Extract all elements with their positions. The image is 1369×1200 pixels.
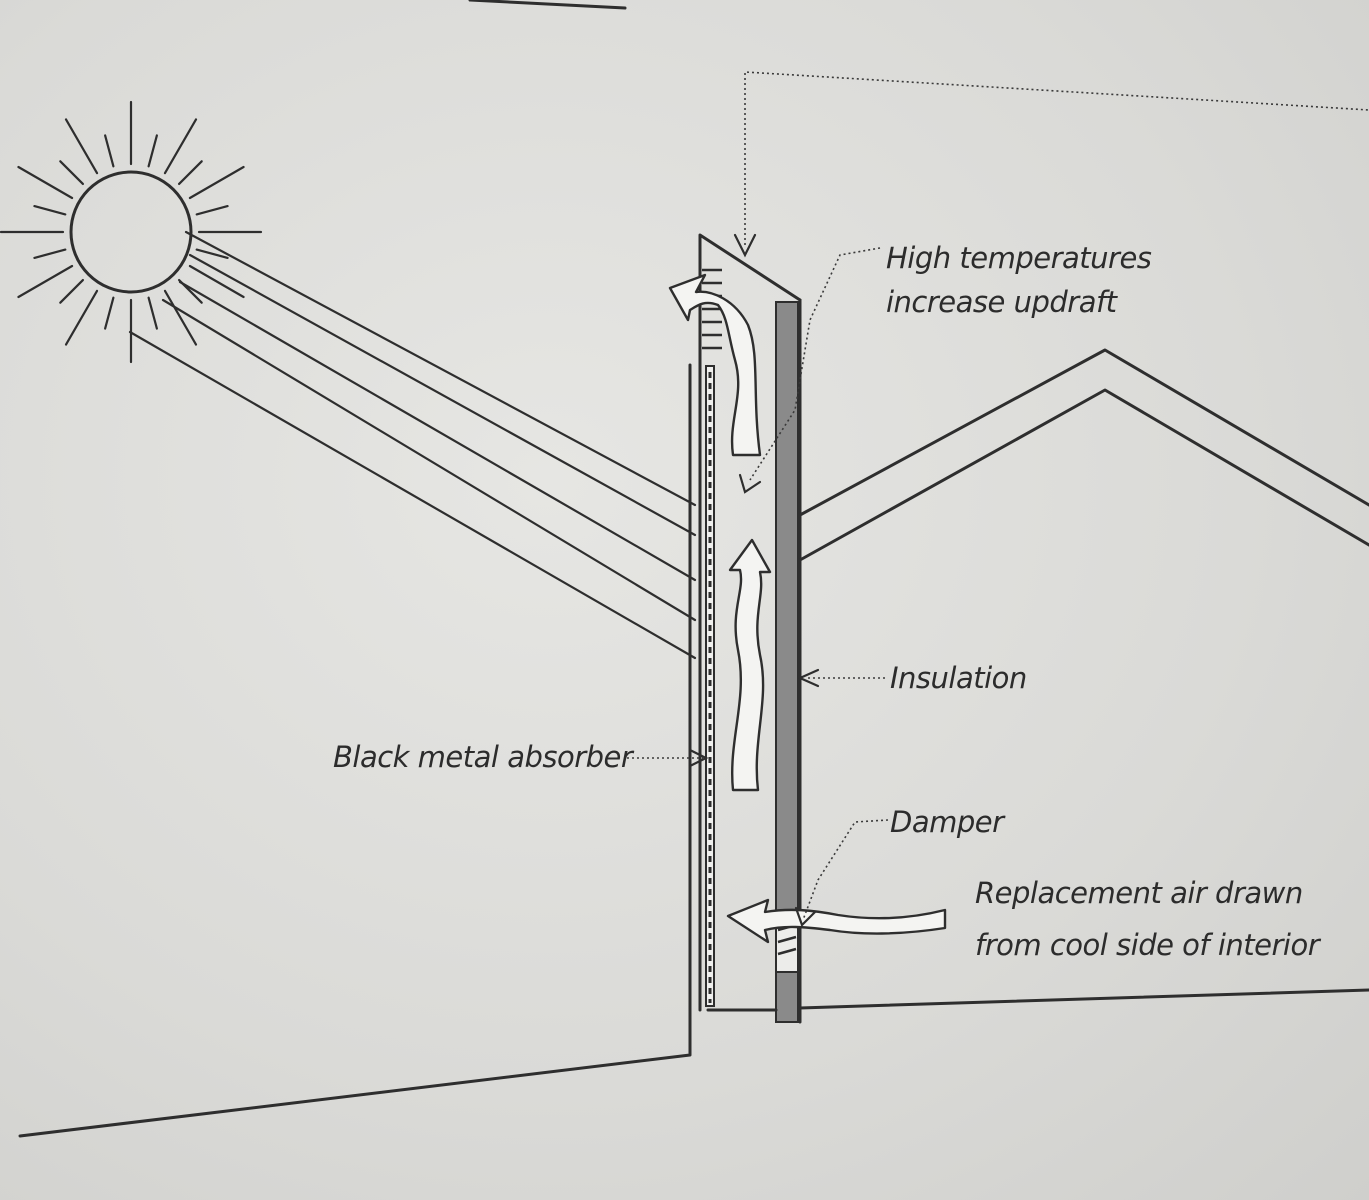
insulation-strip [775, 301, 799, 923]
sun-ray [104, 296, 115, 330]
sun-ray [64, 289, 99, 346]
label-increase-updraft: increase updraft [886, 285, 1119, 319]
airflow-arrows [668, 71, 1369, 944]
sun-ray [195, 205, 229, 216]
sun-ray [17, 264, 74, 299]
solar-rays [128, 230, 697, 660]
sun-ray [147, 296, 158, 330]
sun-icon [0, 100, 263, 364]
label-damper: Damper [890, 805, 1006, 839]
sun-ray [163, 289, 198, 346]
label-cool-side: from cool side of interior [975, 928, 1322, 962]
replacement-air-arrow [726, 898, 947, 944]
top-vent-louvers [702, 268, 722, 350]
sun-ray [33, 205, 67, 216]
updraft-arrow-upper [668, 273, 762, 457]
sun-ray [195, 248, 229, 259]
sun-ray [147, 134, 158, 168]
sun-ray [64, 118, 99, 175]
leader-lines [627, 247, 889, 928]
label-black-metal-absorber: Black metal absorber [333, 740, 635, 774]
sun-ray [104, 134, 115, 168]
left-building-outline [18, 363, 692, 1138]
label-high-temperatures: High temperatures [886, 241, 1152, 275]
sun-ray [59, 160, 85, 186]
sun-ray [188, 264, 245, 299]
solar-chimney [698, 233, 802, 1024]
updraft-arrow-lower [728, 538, 772, 792]
sun-ray [163, 118, 198, 175]
sun-ray [59, 278, 85, 304]
sun-ray [33, 248, 67, 259]
sun-ray [188, 165, 245, 200]
sun-ray [17, 165, 74, 200]
sun-ray [177, 160, 203, 186]
right-building-outline [798, 348, 1369, 1010]
label-replacement-air: Replacement air drawn [975, 876, 1303, 910]
label-insulation: Insulation [890, 661, 1027, 695]
